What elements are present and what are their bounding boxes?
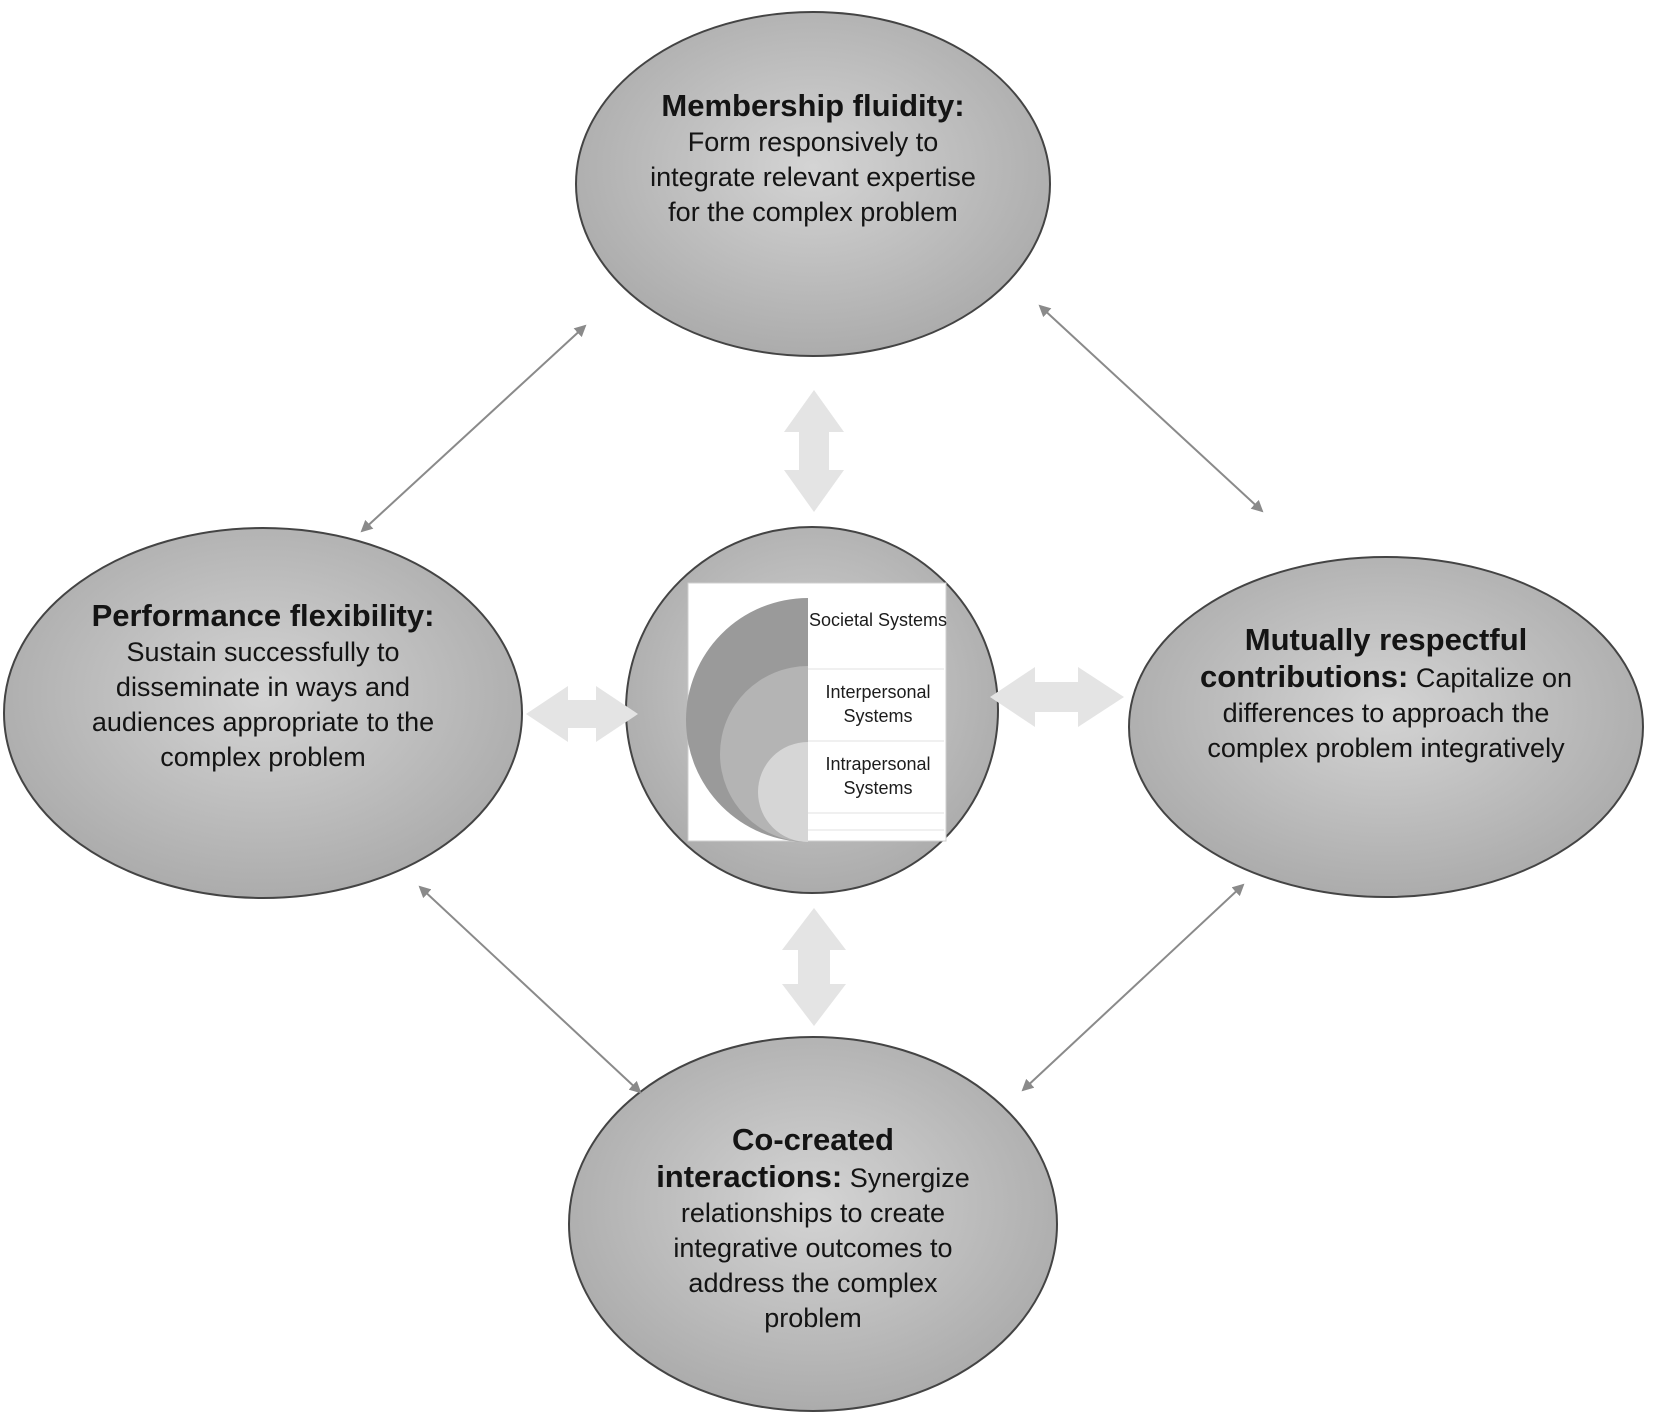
block-arrow-right: [990, 667, 1124, 727]
node-top-title: Membership fluidity:: [661, 88, 965, 123]
thin-arrow-right-bottom: [1021, 883, 1245, 1092]
block-arrow-left: [526, 686, 638, 742]
block-arrow-bottom: [782, 908, 846, 1026]
block-arrow-top: [784, 390, 844, 512]
thin-arrow-left-bottom: [418, 885, 642, 1094]
node-right-title: Mutually respectful contributions:: [1200, 622, 1528, 694]
node-bottom-ellipse: [568, 1036, 1058, 1412]
thin-arrow-top-right: [1038, 304, 1264, 513]
center-label-intrapersonal: Intrapersonal Systems: [825, 754, 931, 798]
node-left-title: Performance flexibility:: [91, 598, 435, 633]
node-right-body: Capitalize on differences to approach th…: [1207, 663, 1572, 763]
center-label-interpersonal: Interpersonal Systems: [825, 682, 931, 726]
node-left-body: Sustain successfully to disseminate in w…: [91, 637, 435, 772]
semicircle-inner: [758, 742, 808, 842]
center-label-societal: Societal Systems: [808, 610, 948, 630]
node-bottom-text: Co-created interactions: Synergize relat…: [643, 1122, 983, 1336]
node-right-text: Mutually respectful contributions: Capit…: [1198, 622, 1574, 766]
node-bottom-title: Co-created interactions:: [656, 1122, 894, 1194]
node-left-ellipse: [3, 527, 523, 899]
thin-arrow-top-left: [360, 324, 587, 533]
node-bottom-body: Synergize relationships to create integr…: [673, 1163, 970, 1333]
node-top-ellipse: [575, 11, 1051, 357]
node-right-ellipse: [1128, 556, 1644, 898]
node-top-text: Membership fluidity: Form responsively t…: [638, 88, 988, 230]
node-left-text: Performance flexibility: Sustain success…: [83, 598, 443, 775]
node-top-body: Form responsively to integrate relevant …: [650, 127, 976, 227]
